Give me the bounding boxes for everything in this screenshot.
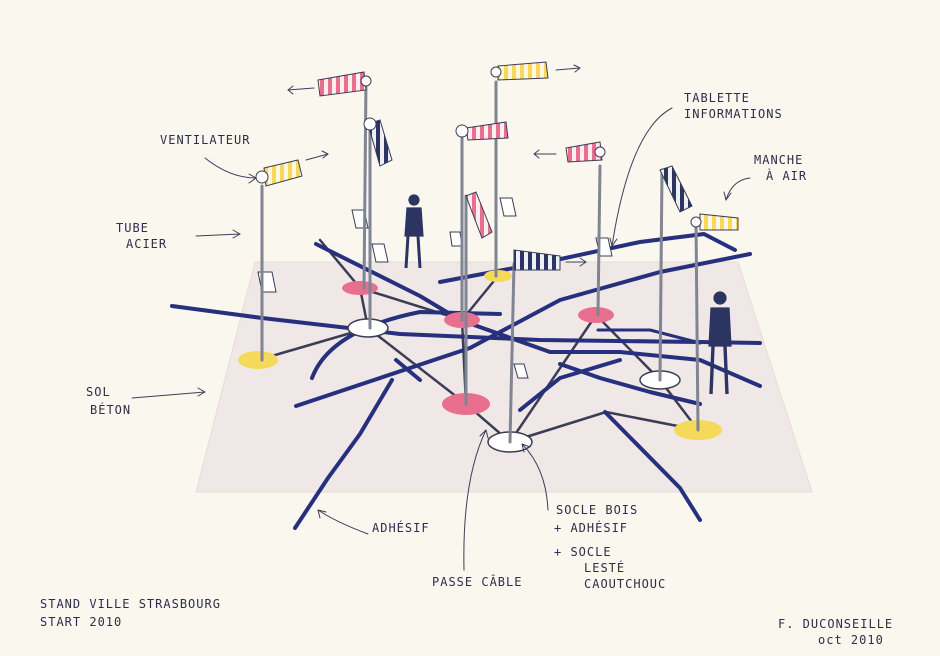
label-sol-line2: BÉTON	[90, 402, 131, 417]
caption-line1: STAND ViLLE STRASBOURG	[40, 597, 221, 611]
windsocks	[255, 61, 739, 271]
fan-icon	[255, 170, 269, 184]
label-adhesif: ADHÉSiF	[372, 520, 430, 535]
fan-icon	[594, 146, 606, 158]
fan-icon	[490, 66, 502, 78]
wind-arrows	[287, 64, 587, 267]
label-tube-line2: ACiER	[126, 237, 167, 251]
label-manche-line1: MANCHE	[754, 153, 803, 167]
base-yellow	[238, 351, 278, 369]
label-socle-line4: LESTÉ	[584, 560, 625, 575]
person-figure	[404, 194, 424, 269]
base-pink	[342, 281, 378, 295]
annotations: VENTiLATEUR TUBE ACiER SOL BÉTON ADHÉSiF…	[86, 91, 807, 591]
base-white	[347, 318, 389, 338]
bases	[238, 270, 722, 453]
base-yellow	[484, 270, 512, 282]
label-sol-line1: SOL	[86, 385, 111, 399]
fan-icon	[360, 75, 372, 87]
label-socle-line2: + ADHÉSiF	[554, 520, 628, 535]
fan-icon	[690, 216, 702, 228]
leader-arrows	[131, 107, 751, 571]
label-tube-line1: TUBE	[116, 221, 149, 235]
signature-name: F. DUCONSEiLLE	[778, 617, 893, 631]
caption-line2: START 2010	[40, 615, 122, 629]
label-socle-line1: SOCLE BOiS	[556, 503, 638, 517]
adhesive-lines-extra	[596, 328, 702, 345]
label-socle-line3: + SOCLE	[554, 545, 612, 559]
label-socle-line5: CAOUTCHOUC	[584, 577, 666, 591]
label-tablette-line1: TABLETTE	[684, 91, 750, 105]
label-tablette-line2: iNFORMATiONS	[684, 107, 783, 121]
label-passe-cable: PASSE CÂBLE	[432, 574, 522, 589]
base-pink	[578, 307, 614, 323]
signature: F. DUCONSEiLLE oct 2010	[778, 617, 893, 647]
person-figure	[708, 291, 732, 395]
label-manche-line2: À AiR	[766, 168, 807, 183]
fan-icon	[363, 117, 377, 131]
steel-tubes	[260, 78, 700, 444]
label-ventilateur: VENTiLATEUR	[160, 133, 250, 147]
signature-date: oct 2010	[818, 633, 884, 647]
fan-icon	[455, 124, 469, 138]
caption: STAND ViLLE STRASBOURG START 2010	[40, 597, 221, 629]
